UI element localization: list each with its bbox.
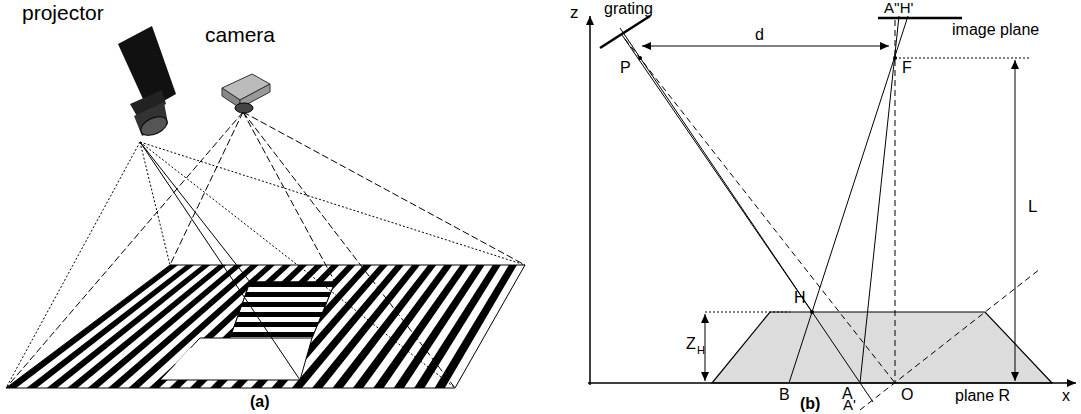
axis-label: x (1062, 388, 1070, 405)
projector-rays (6, 142, 525, 388)
d-dimension (642, 46, 889, 47)
fringe-stripe (228, 332, 338, 337)
object-stripes (228, 282, 338, 337)
fringe-stripe (228, 312, 338, 317)
projector-rays (140, 142, 300, 380)
object-face (175, 348, 292, 364)
projector-symbol (118, 26, 176, 139)
point-label: A' (843, 397, 856, 413)
fringe-stripe (228, 302, 338, 307)
fringe-stripe (228, 322, 338, 327)
camera-symbol (222, 74, 270, 113)
part-label: image plane (952, 22, 1039, 39)
grating-line (600, 16, 650, 48)
axis-label: z (570, 4, 579, 22)
l-extension (895, 58, 1030, 59)
point-label: F (902, 60, 912, 77)
device-label: projector (22, 2, 104, 24)
ray-lines (620, 16, 908, 402)
part-label: grating (604, 1, 653, 18)
dimension-label: L (1028, 198, 1037, 216)
fringe-stripe (228, 282, 338, 287)
panel-label: (b) (800, 396, 820, 413)
l-dimension (1015, 60, 1016, 381)
object-profile (712, 312, 1052, 383)
device-label: camera (205, 24, 275, 46)
dashed-lines (625, 20, 1040, 410)
point-label: H (794, 290, 806, 307)
reference-plane (6, 265, 525, 388)
object-top (230, 282, 335, 338)
points (638, 56, 897, 314)
dimension-subscript: H (697, 345, 705, 357)
zh-extension (705, 312, 790, 313)
fringe-stripe (435, 265, 517, 388)
x-axis (588, 382, 1076, 384)
panel-label: (a) (250, 394, 270, 411)
point-label: A''H' (884, 0, 913, 16)
point-label: O (901, 387, 913, 404)
image-plane-line (878, 17, 962, 20)
part-label: plane R (955, 388, 1010, 405)
fringe-stripe (228, 292, 338, 297)
point-label: B (779, 387, 790, 404)
z-axis (589, 16, 591, 385)
fringe-stripe (414, 265, 501, 388)
camera-rays (6, 112, 525, 388)
dimension-label: d (755, 27, 764, 44)
point-label: P (620, 60, 631, 77)
dimension-label: Z (686, 336, 696, 353)
